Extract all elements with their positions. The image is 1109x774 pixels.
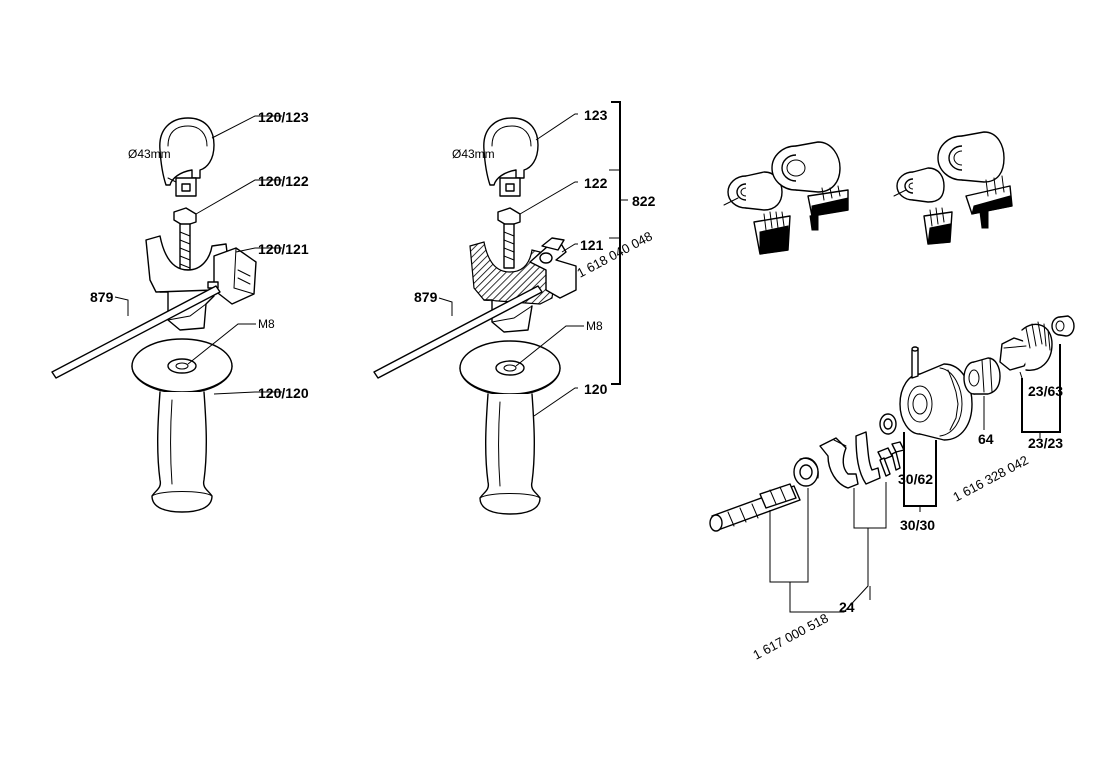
left-thread-label: M8 — [258, 317, 275, 331]
middle-diameter-label: Ø43mm — [452, 147, 495, 161]
bushing-group-right — [893, 131, 1013, 245]
gear-washer — [793, 457, 819, 487]
gear-gear-label: 23/63 — [1028, 383, 1063, 399]
left-holder — [145, 235, 257, 331]
left-rod — [51, 285, 221, 379]
middle-rod-label: 879 — [414, 289, 438, 305]
middle-assembly: 123 122 121 879 120 M8 Ø43mm 822 1 618 0… — [373, 101, 656, 515]
gear-ring-bearing-label: 30/62 — [898, 471, 933, 487]
middle-clamp-label: 123 — [584, 107, 608, 123]
left-handle — [131, 338, 233, 513]
gear-small-ring — [879, 413, 897, 435]
middle-set-label: 822 — [632, 193, 656, 209]
left-clamp-label: 120/123 — [258, 109, 309, 125]
gear-needle-bearing — [963, 357, 1001, 395]
gear-code-right: 1 616 328 042 — [950, 452, 1030, 504]
gear-end-ring — [1051, 315, 1075, 337]
gear-code-left: 1 617 000 518 — [750, 610, 830, 662]
middle-thread-label: M8 — [586, 319, 603, 333]
gear-bearing-set-label: 30/30 — [900, 517, 935, 533]
gear-pins — [877, 441, 905, 477]
middle-rod — [373, 285, 543, 379]
left-screw — [173, 207, 197, 271]
left-clamp-band — [159, 117, 215, 197]
gear-shaft — [709, 483, 801, 532]
gear-gear-set-label: 23/23 — [1028, 435, 1063, 451]
gear-bevel — [999, 321, 1053, 371]
middle-screw-label: 122 — [584, 175, 608, 191]
middle-handle-label: 120 — [584, 381, 608, 397]
left-rod-label: 879 — [90, 289, 114, 305]
gear-shaft-set-label: 24 — [839, 599, 855, 615]
left-holder-label: 120/121 — [258, 241, 309, 257]
middle-clamp-band — [483, 117, 539, 197]
middle-handle — [459, 340, 561, 515]
middle-holder-label: 121 — [580, 237, 604, 253]
middle-screw — [497, 207, 521, 269]
gear-fork — [819, 431, 881, 489]
gear-needle-label: 64 — [978, 431, 994, 447]
bushing-group-left — [723, 141, 849, 255]
gear-assembly: 30/62 30/30 64 23/63 23/23 1 616 328 042… — [709, 315, 1075, 663]
left-diameter-label: Ø43mm — [128, 147, 171, 161]
left-screw-label: 120/122 — [258, 173, 309, 189]
gear-bearing — [899, 346, 973, 441]
left-handle-label: 120/120 — [258, 385, 309, 401]
left-assembly: 120/123 120/122 120/121 879 120/120 M8 Ø… — [51, 109, 309, 513]
